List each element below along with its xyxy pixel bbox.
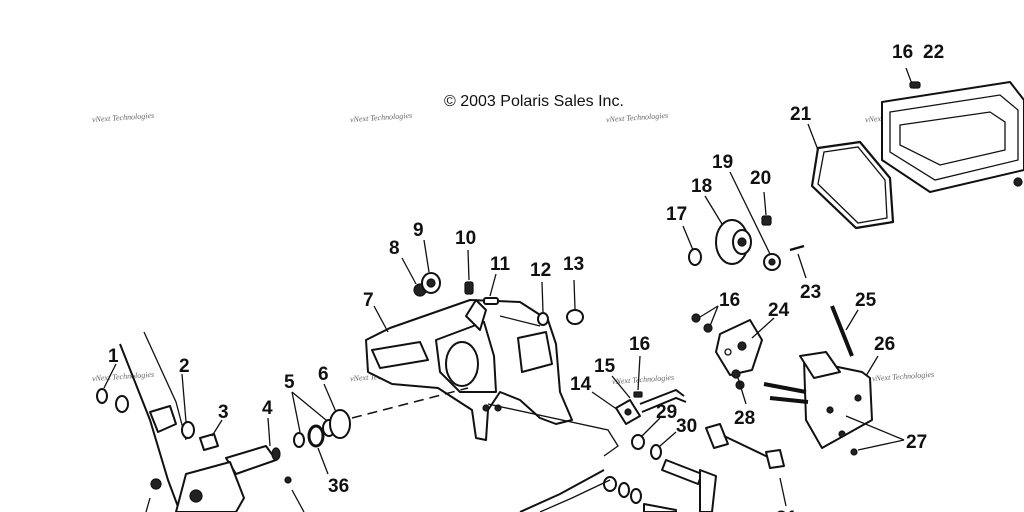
callout-15: 15: [594, 356, 616, 377]
callout-1: 1: [108, 346, 119, 367]
callout-12: 12: [530, 260, 551, 281]
part-27-screws: [838, 415, 905, 456]
callout-27: 27: [906, 432, 927, 453]
part-3-bushing: [199, 419, 223, 451]
copyright-notice: © 2003 Polaris Sales Inc.: [444, 93, 624, 110]
part-25-rod: [830, 305, 859, 357]
callout-5: 5: [284, 372, 295, 393]
part-12-spacer: [537, 281, 549, 326]
part-15-bracket: [611, 375, 687, 413]
part-29-washer: [631, 417, 661, 450]
part-19-nut: [729, 171, 781, 271]
bottom-rod: [519, 469, 611, 512]
callout-8: 8: [389, 238, 400, 259]
part-23-pin: [789, 244, 807, 279]
part-24-bracket: [715, 317, 775, 376]
callout-28: 28: [734, 408, 755, 429]
part-16-screws: [691, 305, 719, 333]
callout-16: 16: [719, 290, 740, 311]
callout-36: 36: [328, 476, 349, 497]
long-bolt: [661, 459, 717, 512]
part-18-pulley: [704, 195, 752, 265]
callout-26: 26: [874, 334, 895, 355]
part-1-washer: [96, 363, 129, 413]
callout-2: 2: [179, 356, 190, 377]
callout-19: 19: [712, 152, 733, 173]
part-30-washer: [650, 431, 677, 460]
part-11-pin: [483, 273, 499, 305]
callout-14: 14: [570, 374, 592, 395]
part-16-screw: [905, 67, 921, 89]
bottom-pin: [284, 476, 305, 512]
bottom-washers: [603, 476, 677, 512]
part-2-bushing: [149, 373, 195, 439]
bottom-left-nut: [145, 478, 162, 512]
part-13-bushing: [566, 279, 584, 325]
callout-17: 17: [666, 204, 687, 225]
callout-4: 4: [262, 398, 273, 419]
part-26-motor: [763, 351, 879, 449]
callout-20: 20: [750, 168, 771, 189]
callout-24: 24: [768, 300, 790, 321]
callout-10: 10: [455, 228, 476, 249]
part-20-bolt: [761, 191, 772, 226]
callout-21: 21: [790, 104, 812, 125]
part-6-oring: [323, 383, 351, 439]
part-14-sensor: [591, 391, 641, 425]
callout-6: 6: [318, 364, 329, 385]
callout-22: 22: [923, 42, 944, 63]
part-9-bushing: [421, 239, 441, 294]
part-28-screws: [731, 369, 747, 405]
callout-29: 29: [656, 402, 677, 423]
part-36-seal: [307, 424, 329, 475]
part-31-sensor-cable: [705, 423, 787, 507]
callout-7: 7: [363, 290, 374, 311]
part-7-frame: [365, 299, 619, 457]
part-16-sensor-screw: [633, 355, 643, 398]
part-8-washer: [401, 257, 427, 297]
callout-13: 13: [563, 254, 584, 275]
part-4-shaft: [175, 417, 281, 512]
part-21-gasket: [807, 123, 895, 230]
part-10-fitting: [464, 249, 474, 295]
callout-9: 9: [413, 220, 424, 241]
part-22-housing: [881, 81, 1024, 193]
callout-16: 16: [892, 42, 913, 63]
callout-18: 18: [691, 176, 712, 197]
callout-31: 31: [776, 508, 798, 512]
callout-11: 11: [490, 254, 511, 275]
callout-16: 16: [629, 334, 650, 355]
dashed-shaft-line: [351, 387, 469, 419]
callout-23: 23: [800, 282, 821, 303]
callout-25: 25: [855, 290, 877, 311]
callout-3: 3: [218, 402, 229, 423]
callout-30: 30: [676, 416, 697, 437]
part-17-washer: [682, 225, 702, 266]
